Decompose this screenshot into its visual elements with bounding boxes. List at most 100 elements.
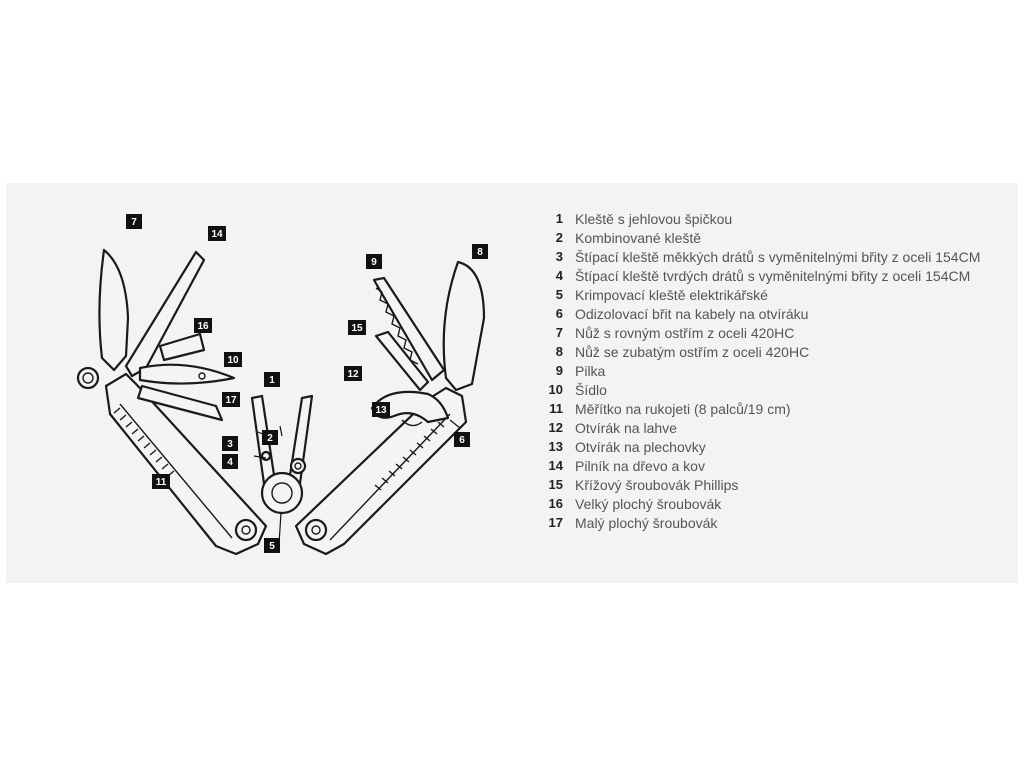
legend-item: 17 Malý plochý šroubovák [534, 513, 1004, 532]
callout-12: 12 [344, 366, 362, 381]
svg-text:10: 10 [227, 355, 239, 366]
legend-item: 16 Velký plochý šroubovák [534, 494, 1004, 513]
legend-label: Kombinované kleště [575, 229, 702, 246]
legend-number: 11 [549, 401, 563, 416]
legend-label: Šídlo [575, 381, 607, 398]
svg-text:4: 4 [227, 457, 233, 468]
callout-5: 5 [264, 538, 280, 553]
svg-text:3: 3 [227, 439, 233, 450]
svg-text:7: 7 [131, 217, 137, 228]
callout-11: 11 [152, 474, 170, 489]
bottle-can-opener [370, 390, 450, 424]
legend-item: 13 Otvírák na plechovky [534, 437, 1004, 456]
legend-number: 3 [555, 249, 563, 264]
serrated-blade [442, 260, 486, 392]
legend-item: 4 Štípací kleště tvrdých drátů s vyměnite… [534, 266, 1004, 285]
legend-number: 5 [555, 287, 563, 302]
legend-label: Pilník na dřevo a kov [575, 457, 705, 474]
callout-3: 3 [222, 436, 238, 451]
legend-item: 6 Odizolovací břit na kabely na otvíráku [534, 304, 1004, 323]
legend-label: Křížový šroubovák Phillips [575, 476, 739, 493]
svg-text:6: 6 [459, 435, 465, 446]
legend-item: 9 Pilka [534, 361, 1004, 380]
saw [372, 276, 446, 382]
callout-14: 14 [208, 226, 226, 241]
legend-item: 1 Kleště s jehlovou špičkou [534, 209, 1004, 228]
legend-number: 14 [548, 458, 563, 473]
svg-text:14: 14 [211, 229, 223, 240]
legend-number: 13 [548, 439, 563, 454]
legend-label: Měřítko na rukojeti (8 palců/19 cm) [575, 400, 791, 417]
legend-label: Nůž s rovným ostřím z oceli 420HC [575, 324, 795, 341]
legend-label: Otvírák na lahve [575, 419, 677, 436]
svg-text:9: 9 [371, 257, 377, 268]
legend-number: 8 [555, 344, 563, 359]
legend-item: 15 Křížový šroubovák Phillips [534, 475, 1004, 494]
legend-label: Velký plochý šroubovák [575, 495, 722, 512]
svg-text:12: 12 [347, 369, 359, 380]
legend-item: 11 Měřítko na rukojeti (8 palců/19 cm) [534, 399, 1004, 418]
legend-number: 17 [548, 515, 563, 530]
phillips-screwdriver [374, 330, 430, 392]
legend-label: Štípací kleště měkkých drátů s vyměnitel… [575, 248, 981, 265]
ruler-ticks-right [374, 421, 445, 491]
svg-text:13: 13 [375, 405, 387, 416]
legend-item: 8 Nůž se zubatým ostřím z oceli 420HC [534, 342, 1004, 361]
svg-text:8: 8 [477, 247, 483, 258]
pliers-head [250, 394, 314, 515]
svg-text:1: 1 [269, 375, 275, 386]
small-flat-screwdriver [136, 384, 224, 422]
tool-legend: 1 Kleště s jehlovou špičkou 2 Kombinované … [534, 209, 1004, 532]
legend-number: 7 [555, 325, 563, 340]
legend-number: 1 [555, 211, 563, 226]
legend-label: Malý plochý šroubovák [575, 514, 718, 531]
legend-item: 12 Otvírák na lahve [534, 418, 1004, 437]
left-handle [104, 372, 268, 556]
callout-15: 15 [348, 320, 366, 335]
legend-number: 6 [555, 306, 563, 321]
svg-text:17: 17 [225, 395, 237, 406]
legend-number: 16 [548, 496, 563, 511]
legend-number: 4 [555, 268, 563, 283]
legend-item: 2 Kombinované kleště [534, 228, 1004, 247]
legend-label: Nůž se zubatým ostřím z oceli 420HC [575, 343, 810, 360]
legend-item: 7 Nůž s rovným ostřím z oceli 420HC [534, 323, 1004, 342]
legend-item: 5 Krimpovací kleště elektrikářské [534, 285, 1004, 304]
multitool-diagram: 7 14 16 10 17 1 2 3 4 11 5 9 8 15 12 13 … [76, 214, 488, 556]
callout-4: 4 [222, 454, 238, 469]
svg-text:11: 11 [156, 477, 167, 488]
callout-13: 13 [372, 402, 390, 417]
callout-7: 7 [126, 214, 142, 229]
callout-10: 10 [224, 352, 242, 367]
callout-17: 17 [222, 392, 240, 407]
legend-label: Pilka [575, 362, 606, 379]
legend-number: 12 [548, 420, 563, 435]
callout-2: 2 [262, 430, 278, 445]
awl [138, 363, 236, 385]
legend-label: Kleště s jehlovou špičkou [575, 210, 733, 227]
svg-text:5: 5 [269, 541, 275, 552]
legend-item: 14 Pilník na dřevo a kov [534, 456, 1004, 475]
lanyard-ring [76, 366, 100, 390]
legend-label: Krimpovací kleště elektrikářské [575, 286, 768, 303]
legend-item: 10 Šídlo [534, 380, 1004, 399]
callout-6: 6 [454, 432, 470, 447]
callout-9: 9 [366, 254, 382, 269]
legend-label: Otvírák na plechovky [575, 438, 706, 455]
legend-item: 3 Štípací kleště měkkých drátů s vyměnite… [534, 247, 1004, 266]
straight-blade [98, 248, 130, 372]
right-handle [294, 386, 468, 556]
svg-text:16: 16 [197, 321, 209, 332]
ruler-ticks-left [113, 407, 175, 477]
legend-label: Odizolovací břit na kabely na otvíráku [575, 305, 809, 322]
content-panel: 7 14 16 10 17 1 2 3 4 11 5 9 8 15 12 13 … [6, 183, 1018, 583]
svg-text:2: 2 [267, 433, 273, 444]
legend-label: Štípací kleště tvrdých drátů s vyměnitel… [575, 267, 971, 284]
callout-8: 8 [472, 244, 488, 259]
legend-number: 2 [555, 230, 563, 245]
legend-number: 9 [555, 363, 563, 378]
callout-1: 1 [264, 372, 280, 387]
legend-number: 15 [548, 477, 563, 492]
svg-text:15: 15 [351, 323, 363, 334]
legend-number: 10 [548, 382, 563, 397]
